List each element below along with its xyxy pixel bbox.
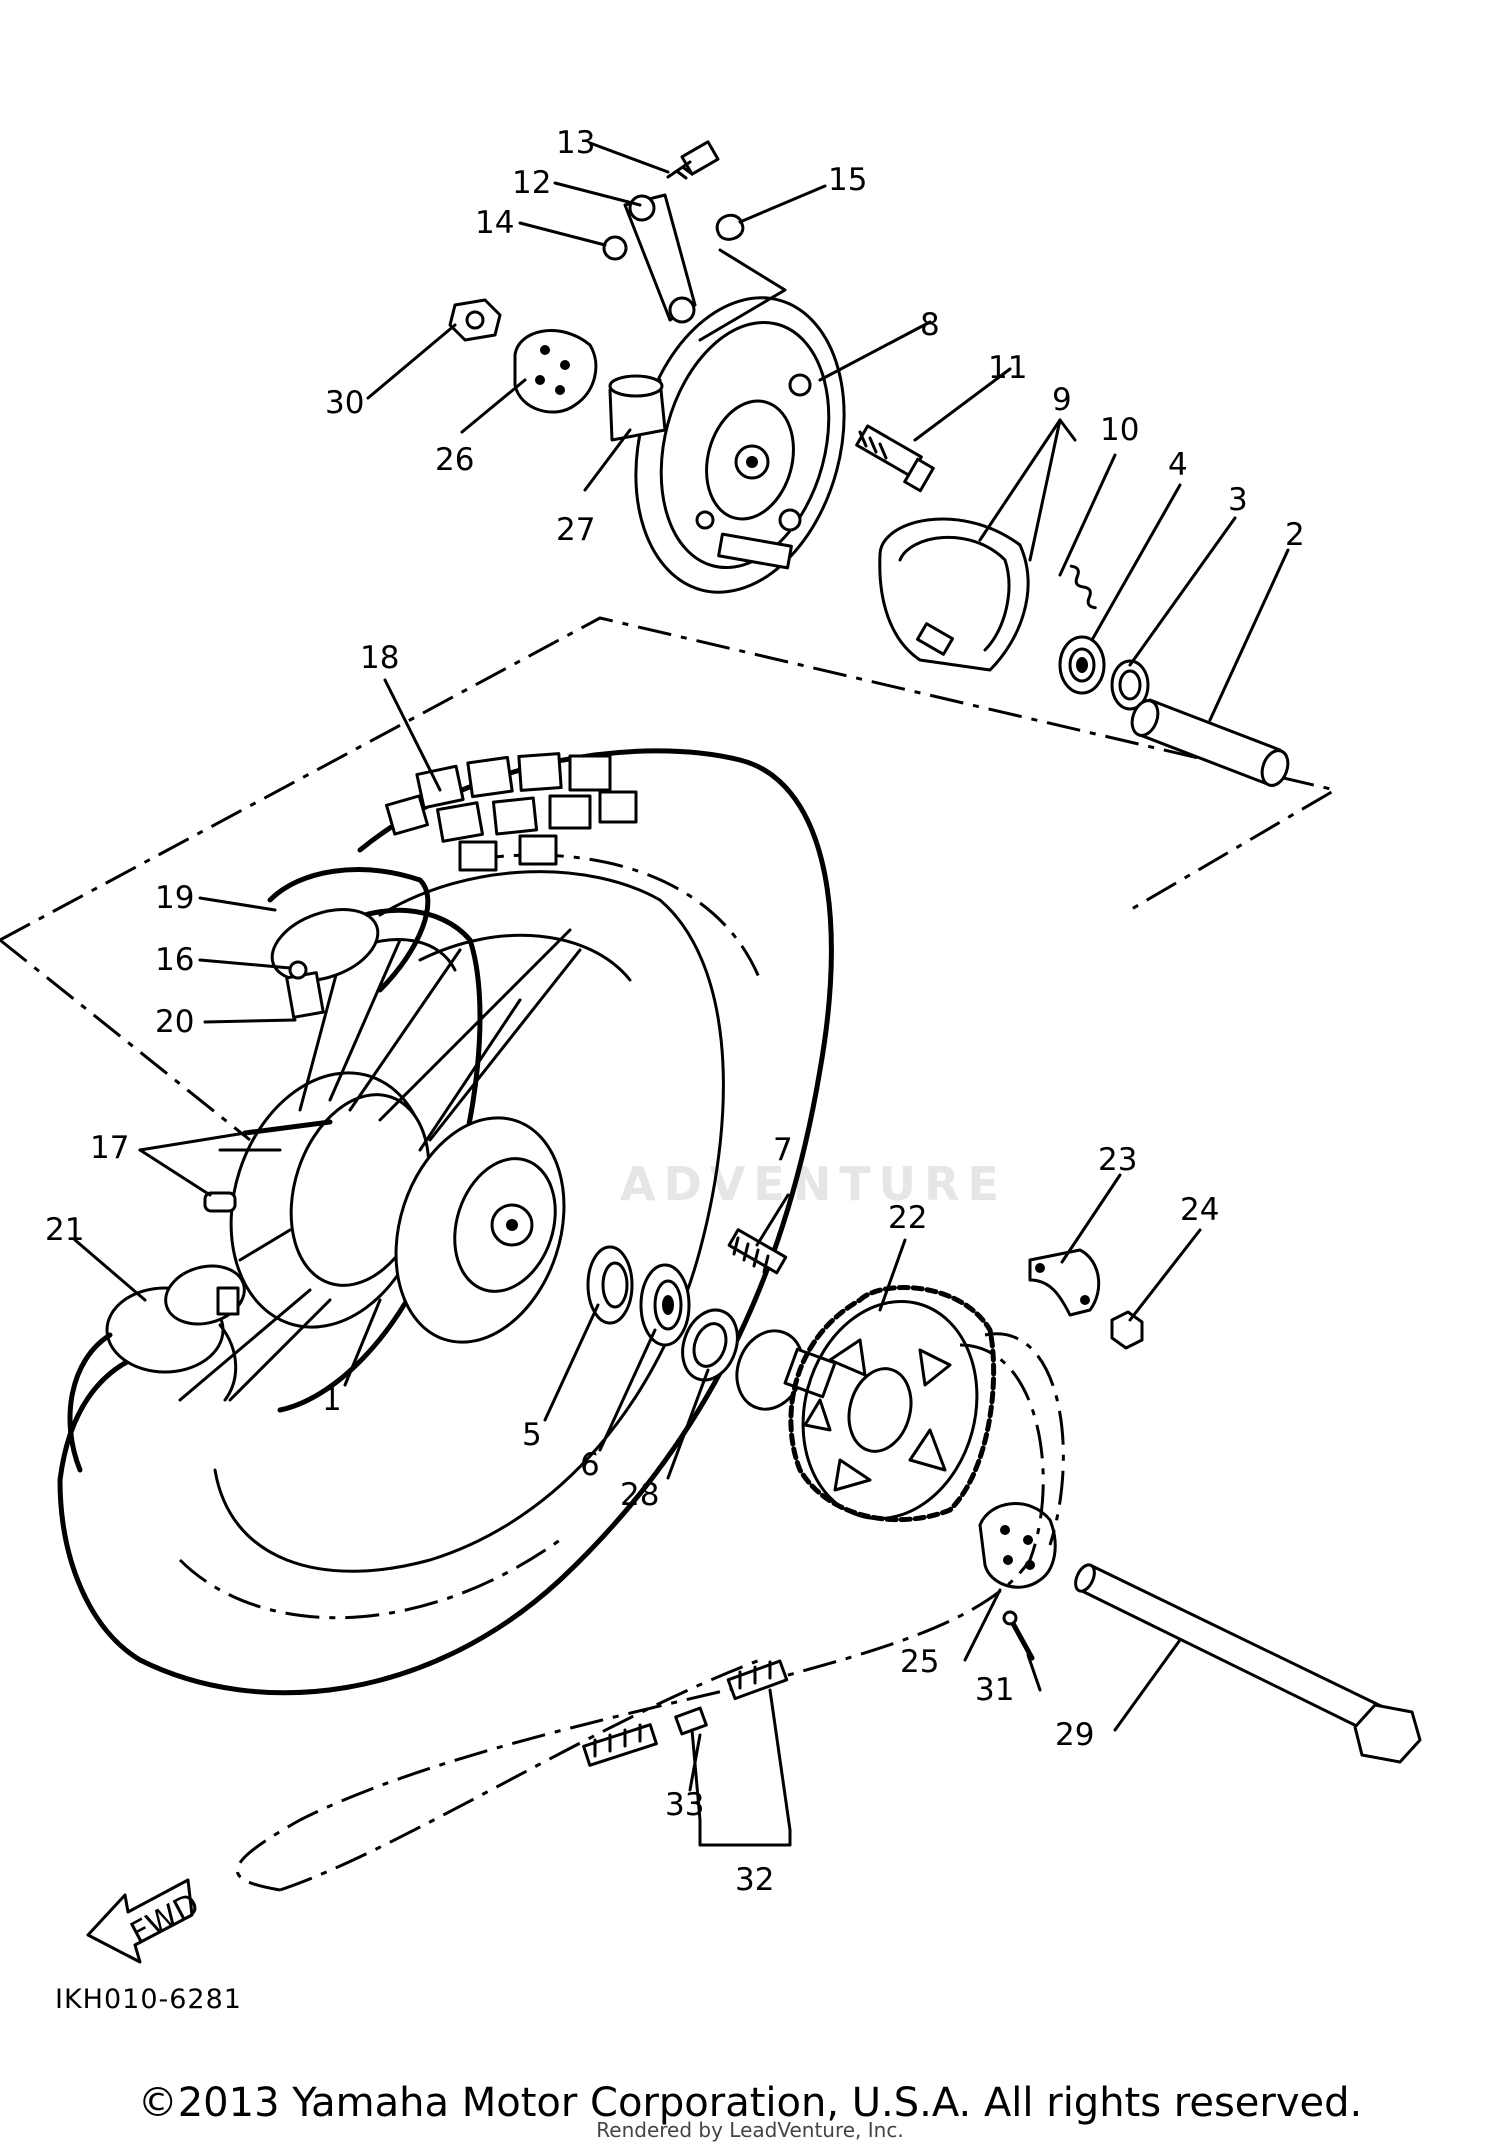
- callout-32: 32: [735, 1862, 774, 1898]
- stud-bolt-7: [727, 1228, 788, 1275]
- fwd-arrow: FWD: [86, 1878, 205, 1964]
- camshaft: [855, 424, 935, 493]
- driven-sprocket: [788, 1285, 997, 1523]
- callout-2: 2: [1285, 517, 1305, 553]
- callout-22: 22: [888, 1200, 927, 1236]
- callout-20: 20: [155, 1004, 194, 1040]
- callout-27: 27: [556, 512, 595, 548]
- cotter-pin-31: [1002, 1610, 1035, 1661]
- assembly-frame: [0, 616, 1340, 1142]
- callout-15: 15: [828, 162, 867, 198]
- damper-plate-26: [513, 329, 598, 414]
- callout-13: 13: [556, 125, 595, 161]
- tube-section-lower: [67, 1264, 246, 1473]
- callout-16: 16: [155, 942, 194, 978]
- callout-26: 26: [435, 442, 474, 478]
- callout-29: 29: [1055, 1717, 1094, 1753]
- nut-24: [1110, 1310, 1144, 1350]
- rendered-by-notice: Rendered by LeadVenture, Inc.: [596, 2118, 904, 2142]
- nut-14: [602, 235, 628, 261]
- wheel-axle-29: [1074, 1563, 1422, 1764]
- callout-6: 6: [580, 1447, 600, 1483]
- hub-assembly: [178, 928, 582, 1402]
- callout-18: 18: [360, 640, 399, 676]
- damper-plate-25: [978, 1502, 1057, 1589]
- bearing-6: [639, 1263, 691, 1347]
- callout-19: 19: [155, 880, 194, 916]
- shoe-spring: [1069, 564, 1097, 610]
- tire: [57, 748, 834, 1696]
- camshaft-lever: [623, 193, 697, 324]
- callout-5: 5: [522, 1417, 542, 1453]
- brake-shoe-plate: [634, 296, 846, 594]
- callout-31: 31: [975, 1672, 1014, 1708]
- callout-21: 21: [45, 1212, 84, 1248]
- clutch-hub: [735, 1329, 837, 1411]
- bearing-4: [1058, 635, 1106, 695]
- callout-labels: 13 12 14 15 8 11 9 10 4 3 2 30 26 27 18 …: [45, 125, 1305, 1898]
- spoke-nipple: [203, 1119, 333, 1213]
- callout-4: 4: [1168, 447, 1188, 483]
- callout-23: 23: [1098, 1142, 1137, 1178]
- bolt-13: [666, 140, 720, 180]
- callout-24: 24: [1180, 1192, 1219, 1228]
- diagram-code: IKH010-6281: [55, 1984, 242, 2015]
- callout-25: 25: [900, 1644, 939, 1680]
- callout-30: 30: [325, 385, 364, 421]
- drive-chain: [235, 1332, 1065, 1892]
- washer-15: [715, 213, 745, 241]
- callout-11: 11: [988, 350, 1027, 386]
- copyright-notice: ©2013 Yamaha Motor Corporation, U.S.A. A…: [137, 2080, 1363, 2126]
- oil-seal-3: [1110, 659, 1150, 711]
- tire-tube-section: [267, 867, 431, 1019]
- callout-9: 9: [1052, 382, 1072, 418]
- callout-17: 17: [90, 1130, 129, 1166]
- tire-tread: [385, 752, 638, 872]
- callout-1: 1: [322, 1382, 342, 1418]
- callout-33: 33: [665, 1787, 704, 1823]
- callout-28: 28: [620, 1477, 659, 1513]
- collar-27: [608, 374, 667, 442]
- callout-14: 14: [475, 205, 514, 241]
- callout-8: 8: [920, 307, 940, 343]
- brake-shoe-kit: [878, 517, 1030, 672]
- oil-seal-28: [681, 1308, 739, 1382]
- callout-7: 7: [773, 1132, 793, 1168]
- nut-30: [448, 298, 502, 342]
- lock-washer-23: [1028, 1248, 1101, 1317]
- watermark-text: ADVENTURE: [620, 1157, 1007, 1211]
- callout-3: 3: [1228, 482, 1248, 518]
- leader-lines: [73, 141, 1290, 1847]
- collar-2: [1130, 698, 1290, 787]
- callout-10: 10: [1100, 412, 1139, 448]
- callout-12: 12: [512, 165, 551, 201]
